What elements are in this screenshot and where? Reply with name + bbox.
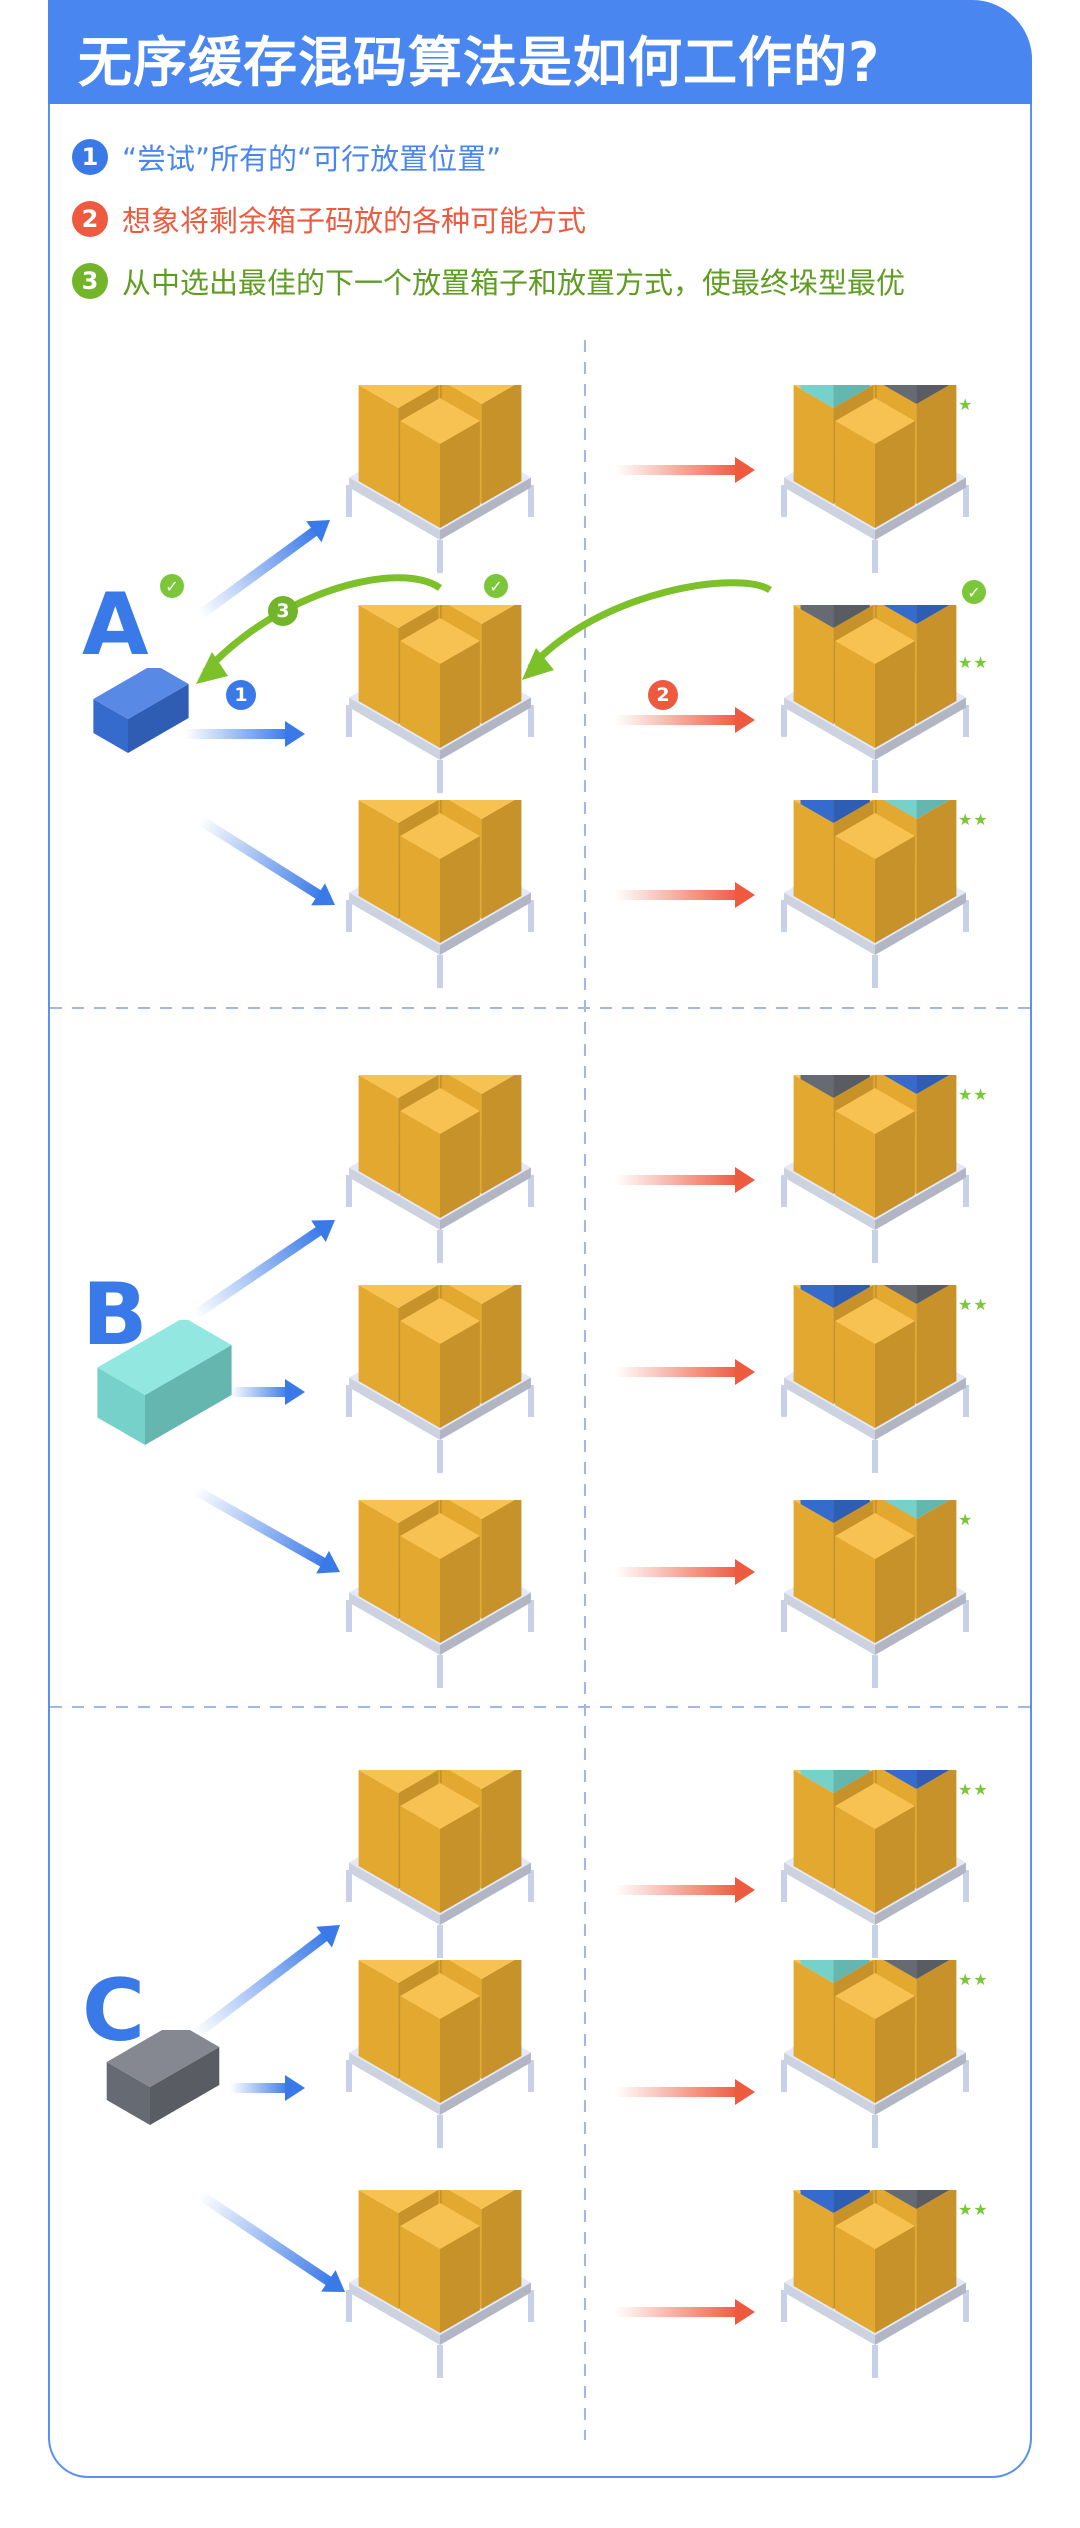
step-label: 想象将剩余箱子码放的各种可能方式	[122, 204, 587, 238]
step-3-badge: 3	[268, 596, 298, 626]
header-banner: 无序缓存混码算法是如何工作的?	[48, 0, 1032, 104]
step-number-badge: 3	[72, 263, 108, 299]
cardboard-box	[835, 2203, 915, 2333]
rating-stars: ★★	[958, 1295, 989, 1314]
pallet-a-2-left	[330, 524, 550, 805]
red-arrow	[615, 2079, 755, 2105]
red-arrow	[615, 1559, 755, 1585]
pallet-a-3-left	[330, 719, 550, 1000]
pallet-a-1-right	[765, 304, 985, 585]
group-letter-c: C	[82, 1961, 146, 2061]
cardboard-box	[400, 813, 480, 943]
pallet-a-3-right	[765, 719, 985, 1000]
step-1-badge: 1	[226, 680, 256, 710]
cardboard-box	[400, 618, 480, 748]
pallet-b-2-left	[330, 1204, 550, 1485]
check-icon: ✓	[160, 574, 184, 598]
cardboard-box	[400, 398, 480, 528]
step-2-badge: 2	[648, 680, 678, 710]
step-1: 1 “尝试”所有的“可行放置位置”	[72, 136, 501, 178]
cardboard-box	[400, 1298, 480, 1428]
red-arrow	[615, 2299, 755, 2325]
green-arrowhead	[522, 648, 554, 680]
pallet-c-3-left	[330, 2109, 550, 2390]
cardboard-box	[835, 1513, 915, 1643]
cardboard-box	[835, 618, 915, 748]
red-arrow	[615, 457, 755, 483]
step-label: 从中选出最佳的下一个放置箱子和放置方式，使最终垛型最优	[122, 266, 906, 300]
cardboard-box	[400, 2203, 480, 2333]
content-card	[48, 0, 1032, 2478]
group-letter-a: A	[82, 575, 149, 675]
blue-arrow	[197, 815, 336, 906]
pallet-b-3-right	[765, 1419, 985, 1700]
step-2: 2 想象将剩余箱子码放的各种可能方式	[72, 198, 586, 240]
rating-stars: ★★	[958, 2200, 989, 2219]
pallet-a-2-right	[765, 524, 985, 805]
page-title: 无序缓存混码算法是如何工作的?	[78, 31, 881, 94]
step-label: “尝试”所有的“可行放置位置”	[122, 142, 502, 176]
cardboard-box	[835, 1783, 915, 1913]
rating-stars: ★★	[958, 1780, 989, 1799]
rating-stars: ★★	[958, 810, 989, 829]
red-arrow	[615, 1359, 755, 1385]
cardboard-box	[835, 398, 915, 528]
pallet-c-1-left	[330, 1689, 550, 1970]
pallet-a-1-left	[330, 304, 550, 585]
blue-arrow	[185, 721, 305, 747]
pallet-c-3-right	[765, 2109, 985, 2390]
pallet-c-1-right	[765, 1689, 985, 1970]
teal-box	[97, 1320, 232, 1445]
green-arrowhead	[196, 652, 228, 684]
cardboard-box	[400, 1973, 480, 2103]
step-number-badge: 1	[72, 139, 108, 175]
check-icon: ✓	[484, 574, 508, 598]
red-arrow	[615, 882, 755, 908]
step-number-badge: 2	[72, 201, 108, 237]
box-a	[93, 668, 189, 753]
blue-arrow	[230, 1379, 305, 1405]
blue-arrow	[192, 1485, 340, 1574]
pallet-c-2-left	[330, 1879, 550, 2160]
rating-stars: ★	[958, 395, 974, 414]
red-arrow	[615, 1877, 755, 1903]
cardboard-box	[835, 813, 915, 943]
cardboard-box	[400, 1088, 480, 1218]
box-c	[106, 2030, 220, 2125]
blue-arrow	[197, 2190, 345, 2293]
red-arrow	[615, 1167, 755, 1193]
gray-box	[106, 2030, 220, 2125]
step-3: 3 从中选出最佳的下一个放置箱子和放置方式，使最终垛型最优	[72, 260, 905, 302]
pallet-b-1-right	[765, 994, 985, 1275]
blue-arrow	[197, 520, 331, 620]
rating-stars: ★★	[958, 1970, 989, 1989]
pallet-c-2-right	[765, 1879, 985, 2160]
red-arrow	[615, 707, 755, 733]
rating-stars: ★★	[958, 1085, 989, 1104]
group-letter-b: B	[82, 1265, 148, 1365]
blue-arrow	[192, 1220, 335, 1320]
green-curved-arrow	[527, 579, 772, 671]
green-curved-arrow	[202, 574, 443, 675]
cardboard-box	[835, 1088, 915, 1218]
rating-stars: ★★	[958, 653, 989, 672]
box-b	[97, 1320, 232, 1445]
blue-arrow	[191, 1924, 340, 2039]
check-icon: ✓	[962, 580, 986, 604]
pallet-b-2-right	[765, 1204, 985, 1485]
blue-arrow	[230, 2075, 305, 2101]
pallet-b-1-left	[330, 994, 550, 1275]
cardboard-box	[400, 1783, 480, 1913]
pallet-b-3-left	[330, 1419, 550, 1700]
rating-stars: ★	[958, 1510, 974, 1529]
cardboard-box	[400, 1513, 480, 1643]
cardboard-box	[835, 1973, 915, 2103]
cardboard-box	[835, 1298, 915, 1428]
blue-box	[93, 668, 189, 753]
